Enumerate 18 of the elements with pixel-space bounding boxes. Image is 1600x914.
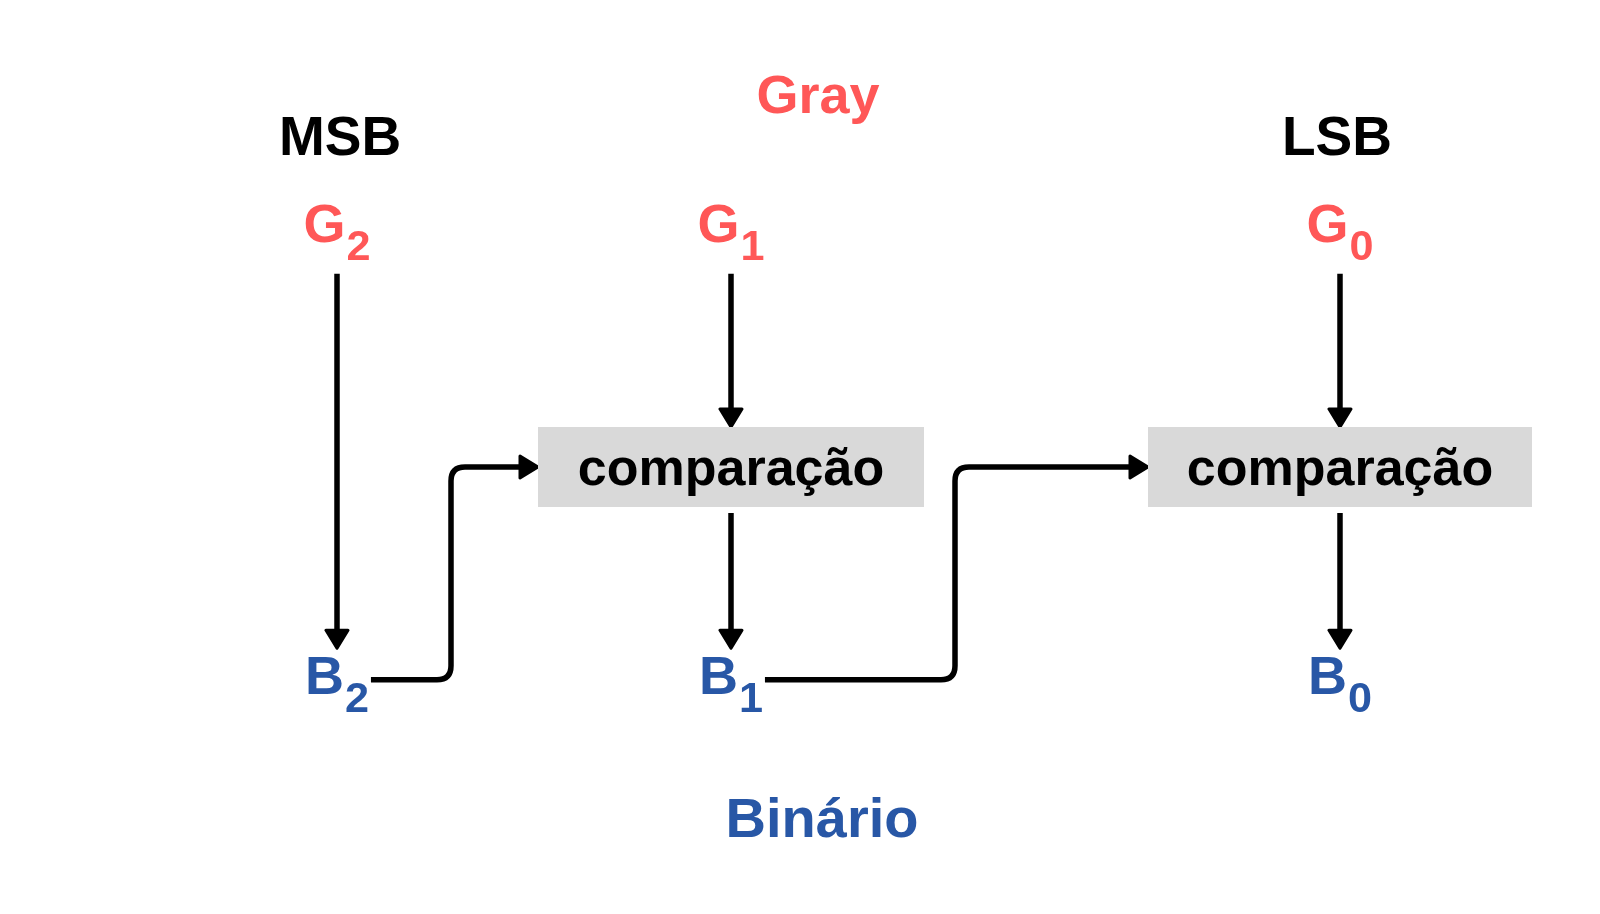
arrow: [764, 454, 1150, 683]
process-box: comparação: [1148, 427, 1532, 507]
output-bit-label: B$_{2}$: [305, 648, 369, 720]
arrow: [1327, 273, 1353, 429]
input-bit-label: G$_{1}$: [697, 196, 765, 268]
process-box: comparação: [538, 427, 924, 507]
arrow: [1327, 513, 1353, 650]
arrow: [718, 273, 744, 429]
heading-label: Binário: [725, 790, 919, 846]
input-bit-label: G$_{0}$: [1306, 196, 1374, 268]
arrow: [370, 454, 540, 683]
output-bit-label: B$_{1}$: [699, 648, 763, 720]
output-bit-label: B$_{0}$: [1308, 648, 1372, 720]
heading-label: LSB: [1282, 108, 1392, 164]
arrow: [324, 273, 350, 650]
input-bit-label: G$_{2}$: [303, 196, 371, 268]
arrow: [718, 513, 744, 650]
heading-label: MSB: [278, 108, 402, 164]
